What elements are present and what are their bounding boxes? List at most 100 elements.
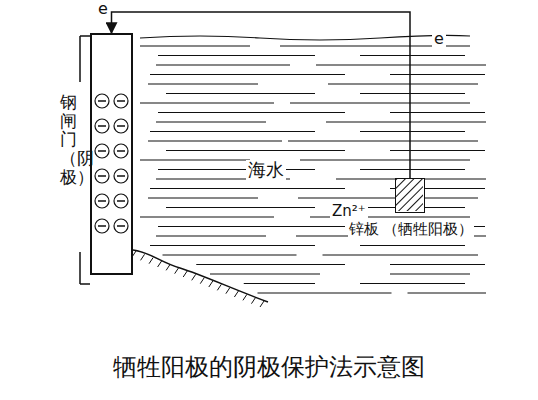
electron-symbol (117, 225, 125, 227)
water-line (244, 283, 315, 284)
electron-symbol (95, 169, 109, 183)
electron-symbol (98, 100, 106, 102)
water-line (148, 197, 258, 198)
water-line (390, 112, 485, 113)
seabed-tick (217, 284, 221, 290)
electron-symbol (98, 200, 106, 202)
seabed-tick (234, 291, 238, 297)
electron-symbol (98, 175, 106, 177)
water-line (258, 292, 392, 293)
water-line (148, 140, 282, 141)
electron-symbol (117, 125, 125, 127)
electron-symbol (95, 144, 109, 158)
water-line (158, 226, 345, 227)
electron-symbol (117, 175, 125, 177)
water-surface (140, 35, 470, 40)
seabed-tick (243, 294, 247, 300)
electron-symbol (114, 144, 128, 158)
water-line (360, 93, 465, 94)
electron-symbol (114, 94, 128, 108)
water-line (390, 150, 485, 151)
water-line (360, 131, 465, 132)
water-line (150, 245, 315, 246)
gate-bracket (80, 35, 90, 37)
caption: 牺牲阳极的阴极保护法示意图 (0, 354, 538, 382)
water-line (140, 102, 274, 103)
water-line (290, 102, 470, 103)
water-line (360, 55, 465, 56)
electron-symbol (95, 219, 109, 233)
electron-symbol (114, 169, 128, 183)
water-line (326, 121, 486, 122)
water-line (158, 112, 345, 113)
electron-symbol (95, 119, 109, 133)
water-line (196, 264, 345, 265)
electron-symbol (117, 100, 125, 102)
water-line (288, 140, 478, 141)
water-line (328, 83, 478, 84)
water-line (390, 74, 485, 75)
electron-symbol (95, 94, 109, 108)
seabed-tick (200, 278, 204, 284)
seabed-tick (149, 258, 153, 264)
water-line (156, 235, 266, 236)
water-line (360, 169, 465, 170)
zinc-hatch (396, 179, 423, 211)
ion-label: Zn²⁺ (330, 203, 368, 220)
water-line (390, 273, 470, 274)
seabed-tick (158, 261, 162, 267)
water-line (408, 292, 487, 293)
seabed-tick (183, 271, 187, 277)
zinc-plate: 锌板 （牺牲阳极） (395, 178, 425, 213)
water-line (300, 159, 470, 160)
wire (112, 12, 411, 178)
electron-label: e (432, 30, 446, 48)
seabed-tick (175, 268, 179, 274)
water-line (150, 188, 345, 189)
electron-symbol (98, 150, 106, 152)
negative-charges (92, 35, 131, 273)
water-line (166, 150, 345, 151)
electron-symbol (114, 119, 128, 133)
water-line (150, 74, 345, 75)
water-line (140, 159, 250, 160)
electron-symbol (117, 150, 125, 152)
seabed-tick (166, 264, 170, 270)
anode-label: 锌板 （牺牲阳极） (348, 221, 474, 238)
water-line (140, 216, 274, 217)
water-line (323, 254, 479, 255)
gate-label: 钢闸门（阴极） (60, 93, 77, 186)
water-line (140, 45, 250, 46)
seabed-tick (251, 298, 255, 304)
gate-bracket (79, 36, 81, 82)
water-line (158, 55, 315, 56)
seabed-tick (260, 301, 264, 307)
seabed-tick (226, 288, 230, 294)
water-line (298, 197, 478, 198)
water-line (148, 83, 258, 84)
electron-symbol (95, 194, 109, 208)
electron-symbol (98, 125, 106, 127)
gate-bracket (80, 283, 90, 285)
water-line (156, 121, 266, 122)
electron-symbol (117, 200, 125, 202)
water-line (150, 131, 315, 132)
seabed (133, 250, 268, 302)
water-line (316, 64, 486, 65)
electron-symbol (114, 219, 128, 233)
water-line (390, 264, 485, 265)
seawater-label: 海水 (246, 160, 286, 181)
water-line (163, 254, 297, 255)
gate-bracket (79, 252, 81, 284)
water-line (360, 283, 465, 284)
water-line (210, 273, 320, 274)
seabed-tick (192, 274, 196, 280)
water-line (158, 169, 315, 170)
electron-symbol (114, 194, 128, 208)
electron-symbol (98, 225, 106, 227)
seabed-tick (209, 281, 213, 287)
seabed-hatch (132, 251, 264, 307)
seabed-tick (141, 254, 145, 260)
steel-gate: 钢闸门（阴极） (90, 33, 133, 275)
